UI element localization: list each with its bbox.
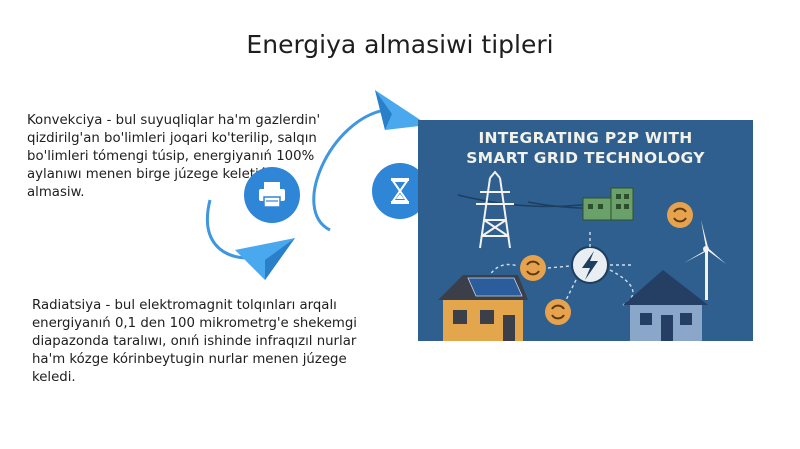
house-icon <box>623 270 708 341</box>
radiation-paragraph: Radiatsiya - bul elektromagnit tolqınlar… <box>32 298 357 385</box>
sync-icon <box>667 202 693 228</box>
convection-paragraph: Konvekciya - bul suyuqliqlar ha'm gazler… <box>27 113 321 200</box>
paper-plane-icon <box>235 238 295 280</box>
smart-grid-scene <box>438 170 726 341</box>
lightning-icon <box>571 246 609 284</box>
smart-grid-infographic: INTEGRATING P2P WITH SMART GRID TECHNOLO… <box>418 120 753 341</box>
slide-title: Energiya almasiwi tipleri <box>246 30 554 59</box>
sync-icon <box>520 255 546 281</box>
wind-turbine-icon <box>684 220 726 300</box>
infographic-title-line1: INTEGRATING P2P WITH <box>478 129 693 147</box>
infographic-title: INTEGRATING P2P WITH SMART GRID TECHNOLO… <box>418 128 753 168</box>
cycle-arrows-decoration <box>205 90 428 280</box>
sync-icon <box>545 299 571 325</box>
printer-button[interactable] <box>244 167 300 223</box>
solar-panel-icon <box>467 277 523 297</box>
infographic-title-line2: SMART GRID TECHNOLOGY <box>466 149 705 167</box>
paper-plane-icon <box>375 90 428 130</box>
transmission-tower-icon <box>476 170 514 249</box>
house-icon <box>438 275 528 341</box>
hourglass-icon <box>391 178 409 204</box>
printer-icon <box>259 182 285 208</box>
factory-icon <box>582 187 634 221</box>
